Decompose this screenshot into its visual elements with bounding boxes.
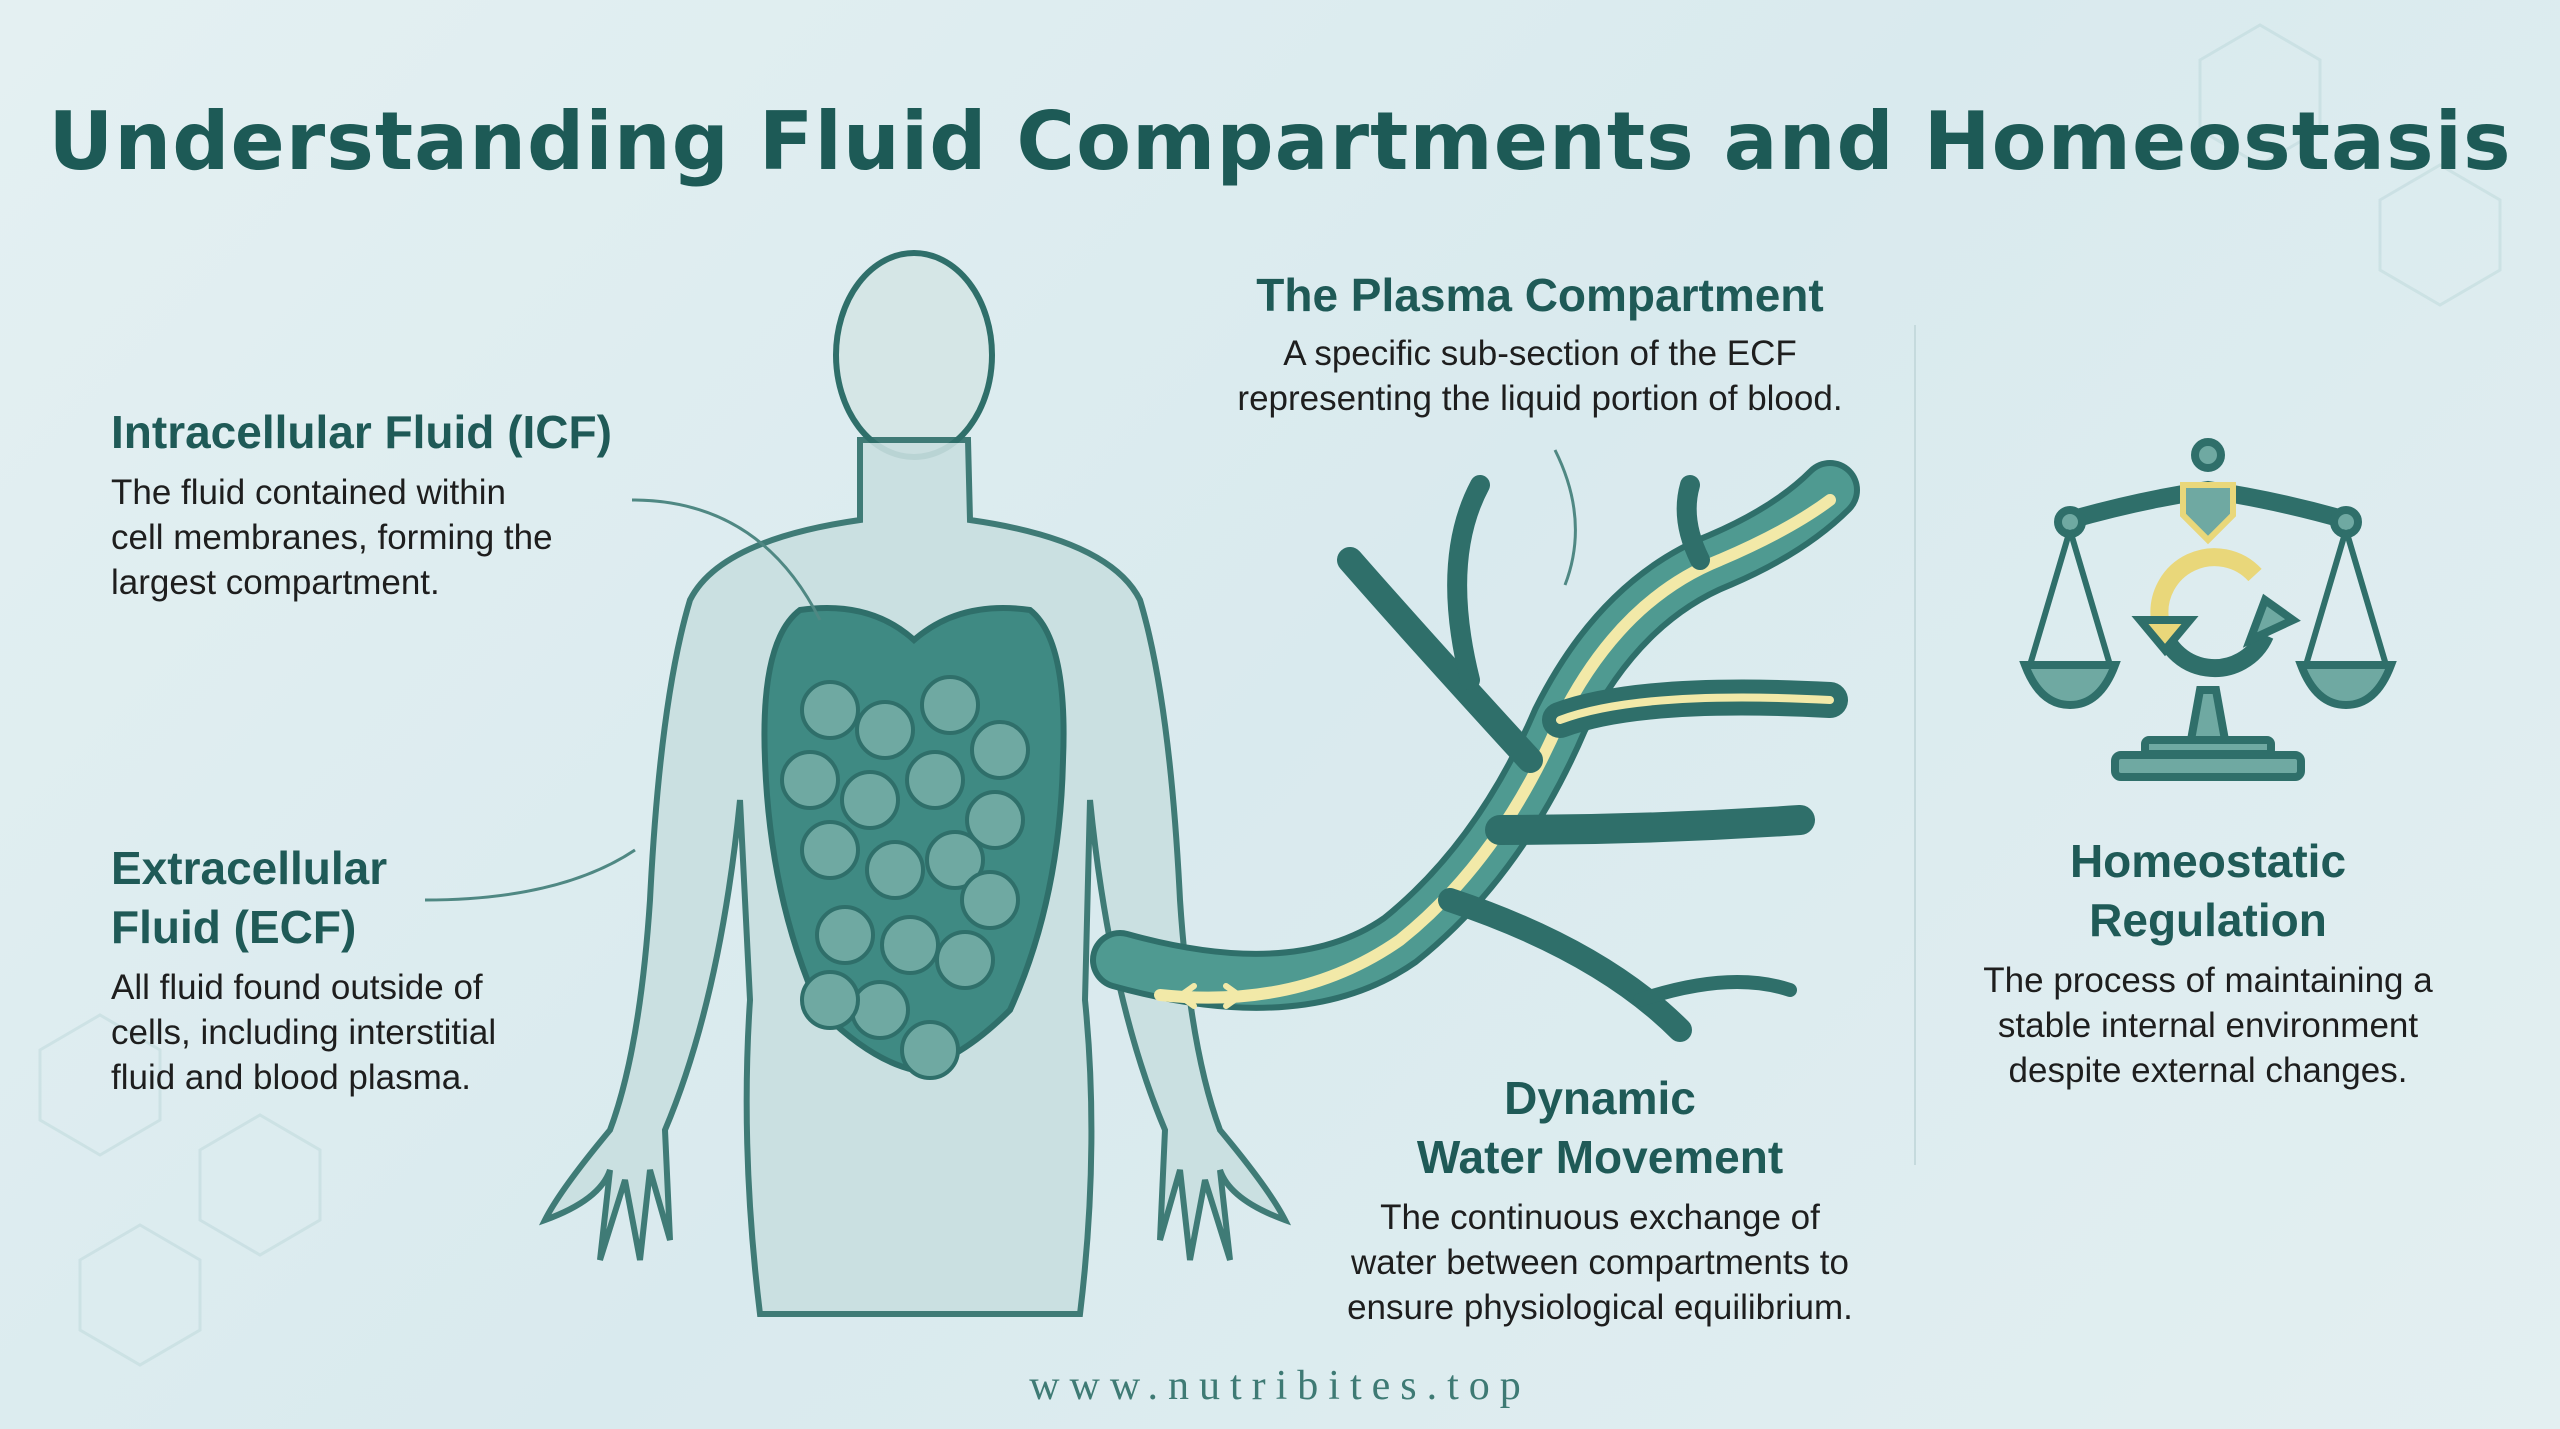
footer-url: www.nutribites.top [1029,1363,1531,1409]
leader-lines [424,449,1577,902]
ecf-line: All fluid found outside of [111,968,483,1007]
homeostasis-line: despite external changes. [2008,1051,2408,1090]
homeostasis-line: stable internal environment [1997,1006,2419,1045]
water-line: The continuous exchange of [1380,1198,1820,1237]
icf-line: The fluid contained within [111,473,506,512]
ecf-heading: Extracellular [111,842,388,894]
ecf-line: cells, including interstitial [111,1013,497,1052]
homeostasis-section: Homeostatic Regulation The process of ma… [1908,832,2508,1093]
water-heading: Water Movement [1416,1131,1784,1183]
water-movement-section: Dynamic Water Movement The continuous ex… [1200,1069,2000,1330]
ecf-heading: Fluid (ECF) [111,901,357,953]
homeostasis-heading: Homeostatic [2069,835,2347,887]
homeostasis-heading: Regulation [2089,894,2327,946]
ecf-section: Extracellular Fluid (ECF) All fluid foun… [111,839,496,1100]
homeostasis-line: The process of maintaining a [1983,961,2433,1000]
plasma-line: representing the liquid portion of blood… [1237,379,1843,418]
cell-clusters [780,675,1030,1080]
icf-line: cell membranes, forming the [111,518,553,557]
ecf-line: fluid and blood plasma. [111,1058,471,1097]
water-line: water between compartments to [1350,1243,1849,1282]
water-heading: Dynamic [1504,1072,1696,1124]
icf-heading: Intracellular Fluid (ICF) [111,406,612,458]
icf-line: largest compartment. [111,563,440,602]
icf-section: Intracellular Fluid (ICF) The fluid cont… [111,403,612,605]
page-title: Understanding Fluid Compartments and Hom… [48,95,2512,188]
plasma-section: The Plasma Compartment A specific sub-se… [1140,266,1940,421]
water-line: ensure physiological equilibrium. [1347,1288,1853,1327]
blood-vessel-tree [1090,460,1860,1042]
section-divider [1914,325,1916,1165]
hexagon-background-pattern [38,23,2502,1367]
balance-scale-icon [2019,438,2397,781]
plasma-line: A specific sub-section of the ECF [1283,334,1797,373]
plasma-heading: The Plasma Compartment [1256,269,1824,321]
